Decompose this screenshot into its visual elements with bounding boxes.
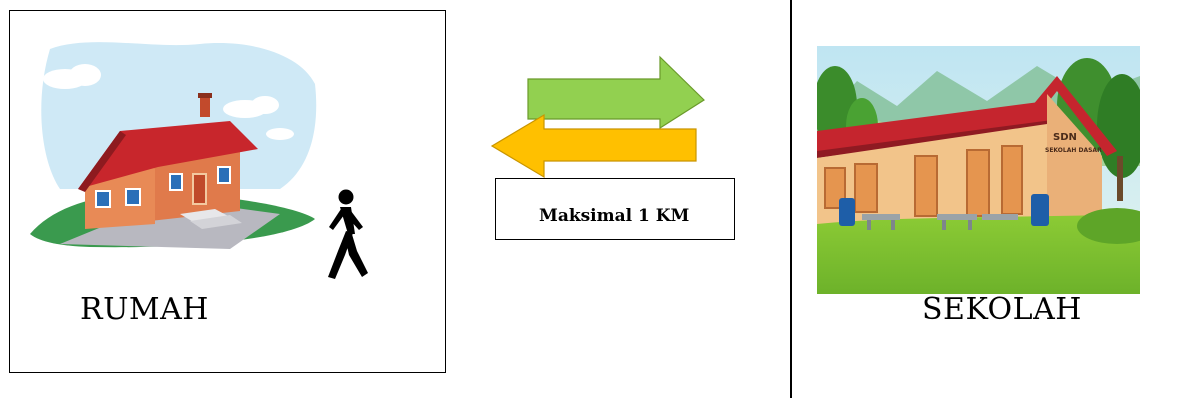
house-illustration: [30, 42, 317, 249]
school-label: SEKOLAH: [922, 292, 1082, 327]
distance-box: Maksimal 1 KM: [495, 178, 735, 240]
arrow-right-icon: [527, 55, 705, 130]
arrow-left-icon: [490, 113, 697, 179]
home-label: RUMAH: [80, 292, 209, 327]
school-building-illustration: SDN SEKOLAH DASAR: [817, 46, 1140, 294]
vertical-divider: [790, 0, 792, 398]
home-panel: RUMAH: [9, 10, 446, 373]
distance-label: Maksimal 1 KM: [539, 206, 690, 226]
two-way-arrows: [490, 55, 705, 179]
school-sign-title: SDN: [1053, 132, 1077, 143]
walking-person-icon: [328, 189, 368, 279]
school-sign-subtitle: SEKOLAH DASAR: [1045, 147, 1102, 154]
